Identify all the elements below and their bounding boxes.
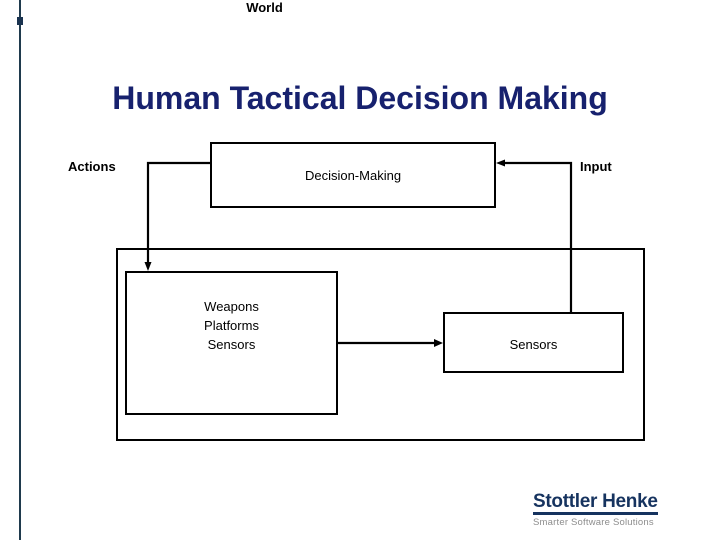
diagram-box-weapons-platforms-sensors-label: Weapons Platforms Sensors (204, 299, 259, 352)
page-title: Human Tactical Decision Making (112, 80, 608, 116)
company-logo-tagline: Smarter Software Solutions (533, 517, 654, 528)
diagram-label-actions: Actions (68, 159, 116, 174)
left-rail-marker-icon (17, 17, 23, 25)
diagram-box-world[interactable] (116, 248, 645, 441)
company-logo-wordmark: Stottler Henke (533, 491, 658, 515)
diagram-box-sensors-label: Sensors (509, 337, 558, 352)
diagram-label-world: World (246, 0, 283, 15)
left-accent-rail (19, 0, 21, 540)
diagram-box-sensors[interactable]: Sensors (443, 312, 624, 373)
diagram-box-weapons-platforms-sensors[interactable]: Weapons Platforms Sensors (125, 271, 338, 415)
diagram-box-decision-making-label: Decision-Making (304, 168, 402, 183)
company-logo: Stottler Henke Smarter Software Solution… (533, 491, 673, 528)
diagram-box-decision-making[interactable]: Decision-Making (210, 142, 496, 208)
diagram-label-input: Input (580, 159, 612, 174)
